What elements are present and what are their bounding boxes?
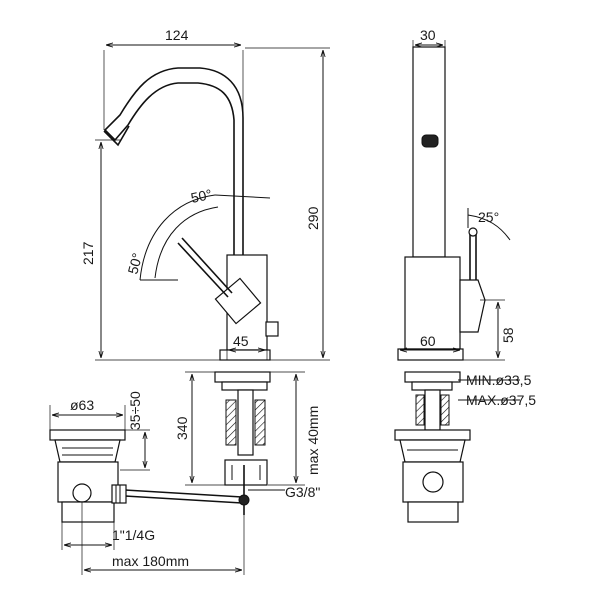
dim-waste-thread: 1"1/4G [112, 527, 155, 543]
dim-body-depth: 30 [420, 27, 436, 43]
dim-side-lever-angle: 25° [478, 209, 499, 225]
front-view [103, 67, 279, 515]
dim-hose-length: 340 [174, 416, 190, 440]
dimension-labels: 124 30 50° 50° 25° 217 290 45 60 58 MIN.… [70, 27, 536, 569]
dim-waste-diameter: ø63 [70, 397, 94, 413]
side-body [412, 46, 446, 258]
dim-side-height: 58 [500, 327, 516, 343]
side-view [394, 46, 511, 523]
dim-tap-height: 217 [80, 241, 96, 265]
dim-spout-reach: 124 [165, 27, 189, 43]
dim-max-pull-rod: max 180mm [112, 553, 189, 569]
dim-hole-max: MAX.ø37,5 [466, 392, 536, 408]
dim-side-body-width: 60 [420, 333, 436, 349]
waste-assembly [49, 429, 127, 523]
dimension-lines [49, 40, 520, 575]
dim-lever-angle-top: 50° [189, 186, 213, 206]
dim-body-width: 45 [233, 333, 249, 349]
dim-hole-min: MIN.ø33,5 [466, 372, 532, 388]
dim-lever-angle-left: 50° [124, 251, 145, 276]
spout [103, 67, 244, 255]
dim-waste-range: 35÷50 [127, 391, 143, 430]
dim-connection-thread: G3/8" [285, 484, 320, 500]
dim-total-height: 290 [305, 206, 321, 230]
dim-max-deck: max 40mm [305, 406, 321, 475]
